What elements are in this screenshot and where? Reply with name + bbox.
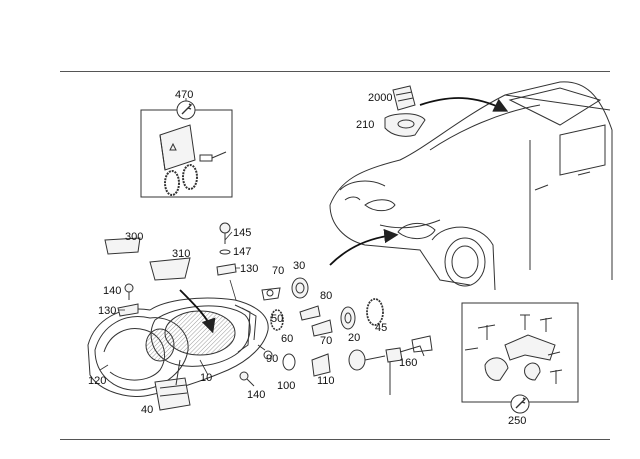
wrench-icon: [510, 394, 530, 414]
callout-90: 90: [266, 353, 278, 365]
service-kit-box-470: [140, 100, 233, 198]
callout-140-bottom: 140: [247, 389, 265, 401]
callout-20: 20: [348, 332, 360, 344]
headlight-assembly: [87, 297, 269, 411]
callout-130-left: 130: [98, 305, 116, 317]
callout-160: 160: [399, 357, 417, 369]
callout-147: 147: [233, 246, 251, 258]
callout-40: 40: [141, 404, 153, 416]
callout-145: 145: [233, 227, 251, 239]
service-kit-box-250: [461, 302, 579, 408]
callout-30: 30: [293, 260, 305, 272]
callout-45: 45: [375, 322, 387, 334]
small-parts: [104, 222, 433, 395]
callout-210: 210: [356, 119, 374, 131]
callout-50: 50: [271, 313, 283, 325]
callout-70-bottom: 70: [320, 335, 332, 347]
callout-60: 60: [281, 333, 293, 345]
callout-labels: 470 2000 210 300 310 145 147 130 70 30 8…: [88, 89, 526, 427]
callout-100: 100: [277, 380, 295, 392]
top-divider: [60, 71, 610, 72]
bottom-divider: [60, 439, 610, 440]
car-outline: [329, 81, 613, 291]
callout-300: 300: [125, 231, 143, 243]
callout-140-left: 140: [103, 285, 121, 297]
callout-110: 110: [317, 375, 335, 387]
callout-120: 120: [88, 375, 106, 387]
control-module: [384, 85, 426, 137]
callout-80: 80: [320, 290, 332, 302]
callout-310: 310: [172, 248, 190, 260]
callout-2000: 2000: [368, 92, 392, 104]
callout-10: 10: [200, 372, 212, 384]
pointer-arrows: [179, 97, 509, 334]
callout-130-top: 130: [240, 263, 258, 275]
callout-70-top: 70: [272, 265, 284, 277]
callout-470: 470: [175, 89, 193, 101]
leader-lines: [99, 98, 240, 376]
callout-250: 250: [508, 415, 526, 427]
